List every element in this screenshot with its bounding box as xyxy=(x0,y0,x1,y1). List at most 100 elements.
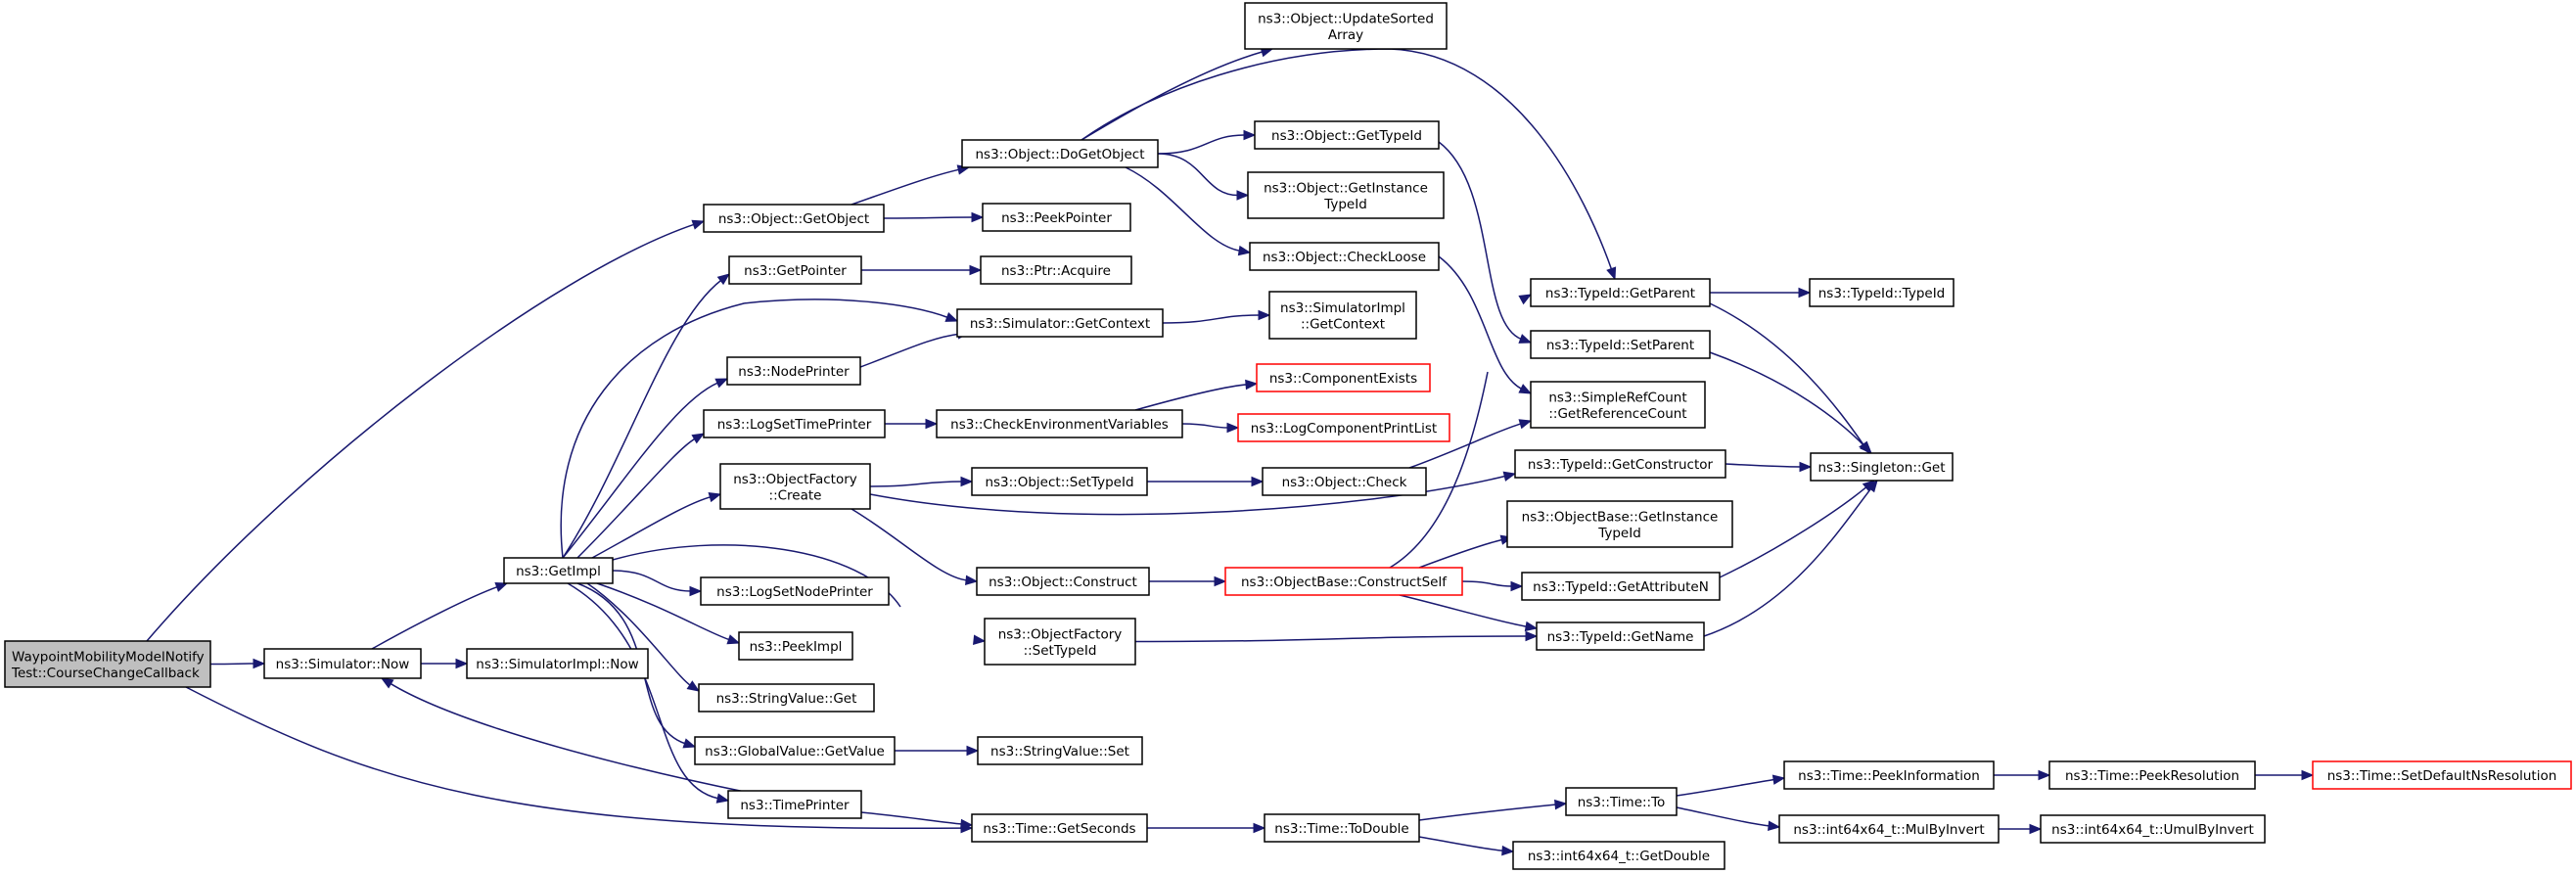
node-simnow[interactable]: ns3::Simulator::Now xyxy=(263,648,422,679)
edge-line xyxy=(1703,487,1872,637)
node-ptracquire[interactable]: ns3::Ptr::Acquire xyxy=(980,255,1132,285)
edge-line xyxy=(371,585,498,650)
edge-arrowhead xyxy=(691,433,706,444)
node-nodeprinter[interactable]: ns3::NodePrinter xyxy=(726,356,861,386)
node-peekpointer[interactable]: ns3::PeekPointer xyxy=(982,203,1131,232)
node-constructself[interactable]: ns3::ObjectBase::ConstructSelf xyxy=(1224,567,1463,596)
edge-arrowhead xyxy=(2301,769,2315,781)
node-strvalget[interactable]: ns3::StringValue::Get xyxy=(698,683,875,713)
node-umulbyinvert[interactable]: ns3::int64x64_t::UmulByInvert xyxy=(2040,814,2266,844)
edge-line xyxy=(1157,153,1239,197)
node-tidsetparent[interactable]: ns3::TypeId::SetParent xyxy=(1530,330,1711,359)
node-strvalset[interactable]: ns3::StringValue::Set xyxy=(977,736,1143,765)
node-oftypeid[interactable]: ns3::ObjectFactory::SetTypeId xyxy=(984,618,1136,666)
node-box xyxy=(971,813,1148,843)
node-objcheck[interactable]: ns3::Object::Check xyxy=(1262,467,1427,496)
edge-arrowhead xyxy=(1518,384,1533,394)
node-todouble[interactable]: ns3::Time::ToDouble xyxy=(1264,813,1420,843)
node-tidgetconstructor[interactable]: ns3::TypeId::GetConstructor xyxy=(1514,449,1726,479)
node-logsetnodeprinter[interactable]: ns3::LogSetNodePrinter xyxy=(700,576,890,606)
node-simgetcontext[interactable]: ns3::Simulator::GetContext xyxy=(956,308,1164,338)
node-gettypeid[interactable]: ns3::Object::GetTypeId xyxy=(1254,120,1440,150)
edge-arrowhead xyxy=(1251,476,1265,487)
node-getpointer[interactable]: ns3::GetPointer xyxy=(728,255,862,285)
node-getseconds[interactable]: ns3::Time::GetSeconds xyxy=(971,813,1148,843)
edge-arrowhead xyxy=(1253,822,1266,834)
node-peekimpl[interactable]: ns3::PeekImpl xyxy=(738,631,853,661)
edge-arrowhead xyxy=(253,658,266,669)
node-checkenv[interactable]: ns3::CheckEnvironmentVariables xyxy=(936,409,1183,438)
call-edge-dogetobject-to-gettypeid xyxy=(1157,129,1257,155)
call-edge-logsettimeprinter-to-checkenv xyxy=(884,418,939,430)
node-peekres[interactable]: ns3::Time::PeekResolution xyxy=(2048,760,2256,790)
node-objconstruct[interactable]: ns3::Object::Construct xyxy=(976,567,1150,596)
node-getimpl[interactable]: ns3::GetImpl xyxy=(503,557,614,584)
edge-arrowhead xyxy=(1510,580,1524,592)
node-getobject[interactable]: ns3::Object::GetObject xyxy=(703,204,885,233)
node-box xyxy=(1247,171,1445,219)
node-box xyxy=(698,683,875,713)
edge-arrowhead xyxy=(971,211,985,223)
node-label: ns3::SimpleRefCount xyxy=(1548,390,1686,405)
node-box xyxy=(694,736,896,765)
node-box xyxy=(466,648,649,679)
node-label: ns3::Object::SetTypeId xyxy=(985,475,1133,490)
node-timeprinter[interactable]: ns3::TimePrinter xyxy=(727,790,862,819)
edge-arrowhead xyxy=(1798,287,1812,299)
node-peekinfo[interactable]: ns3::Time::PeekInformation xyxy=(1783,760,1995,790)
node-label: TypeId xyxy=(1323,197,1367,212)
call-edge-tidgetparent-to-tidtypeid xyxy=(1710,287,1812,299)
edge-line xyxy=(869,481,963,487)
node-checkloose[interactable]: ns3::Object::CheckLoose xyxy=(1249,242,1440,271)
node-simimplgetcontext[interactable]: ns3::SimulatorImpl::GetContext xyxy=(1268,291,1417,340)
node-timeto[interactable]: ns3::Time::To xyxy=(1565,787,1678,816)
edge-line xyxy=(1676,778,1775,797)
node-logcomplist[interactable]: ns3::LogComponentPrintList xyxy=(1237,413,1450,442)
call-edge-tidgetparent-to-singletonget xyxy=(1709,302,1870,455)
node-tidgetattrn[interactable]: ns3::TypeId::GetAttributeN xyxy=(1521,572,1721,601)
node-box xyxy=(1783,760,1995,790)
edge-arrowhead xyxy=(1768,820,1781,831)
edge-arrowhead xyxy=(2038,769,2051,781)
edge-arrowhead xyxy=(494,582,509,592)
node-label: ns3::ObjectBase::ConstructSelf xyxy=(1241,575,1448,590)
node-objsettypeid[interactable]: ns3::Object::SetTypeId xyxy=(971,467,1148,496)
edge-line xyxy=(1676,806,1771,827)
edge-line xyxy=(586,582,692,687)
node-logsettimeprinter[interactable]: ns3::LogSetTimePrinter xyxy=(703,409,886,438)
edge-arrowhead xyxy=(715,793,730,804)
node-getrefcount[interactable]: ns3::SimpleRefCount::GetReferenceCount xyxy=(1530,381,1706,429)
node-box xyxy=(1530,278,1711,307)
node-box xyxy=(1237,413,1450,442)
edge-arrowhead xyxy=(1501,845,1515,856)
edge-line xyxy=(1438,141,1522,341)
node-mulbyinvert[interactable]: ns3::int64x64_t::MulByInvert xyxy=(1778,814,2000,844)
node-simimplnow[interactable]: ns3::SimulatorImpl::Now xyxy=(466,648,649,679)
edge-line xyxy=(560,299,948,559)
node-tidgetparent[interactable]: ns3::TypeId::GetParent xyxy=(1530,278,1711,307)
node-i64getdouble[interactable]: ns3::int64x64_t::GetDouble xyxy=(1512,841,1725,870)
node-box xyxy=(727,790,862,819)
node-tidtypeid[interactable]: ns3::TypeId::TypeId xyxy=(1809,278,1955,307)
node-label: ns3::Object::GetObject xyxy=(718,211,869,227)
node-box xyxy=(1268,291,1417,340)
edge-arrowhead xyxy=(925,418,939,430)
node-ofcreate[interactable]: ns3::ObjectFactory::Create xyxy=(719,463,871,510)
node-box xyxy=(1809,278,1955,307)
call-edge-oftypeid-to-tidgetname xyxy=(1134,630,1539,643)
node-componentexists[interactable]: ns3::ComponentExists xyxy=(1256,363,1431,392)
node-setdefns[interactable]: ns3::Time::SetDefaultNsResolution xyxy=(2312,760,2572,790)
node-dogetobject[interactable]: ns3::Object::DoGetObject xyxy=(961,139,1159,168)
node-box xyxy=(984,618,1136,666)
edge-line xyxy=(1725,463,1802,468)
node-gvgetvalue[interactable]: ns3::GlobalValue::GetValue xyxy=(694,736,896,765)
call-edge-checkenv-to-logcomplist xyxy=(1181,422,1240,434)
node-tidgetname[interactable]: ns3::TypeId::GetName xyxy=(1536,621,1705,651)
call-edge-getimpl-to-strvalget xyxy=(586,582,701,692)
node-singletonget[interactable]: ns3::Singleton::Get xyxy=(1810,452,1954,482)
node-box xyxy=(982,203,1131,232)
edge-line xyxy=(146,223,695,642)
